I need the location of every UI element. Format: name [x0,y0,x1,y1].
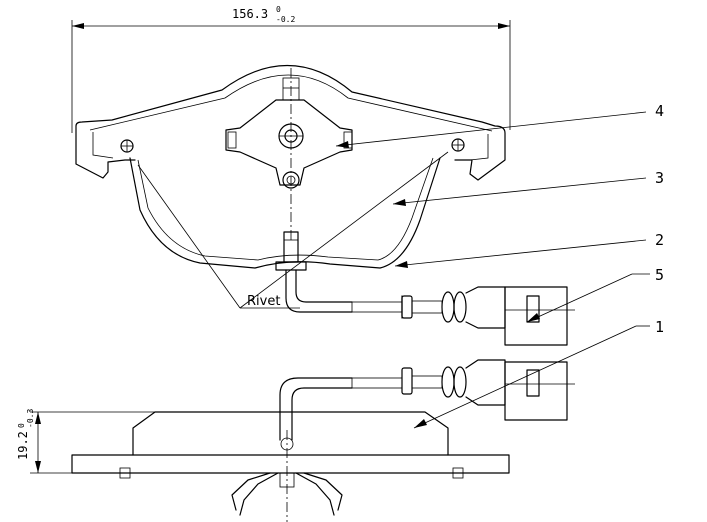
wear-sensor-top [285,269,575,346]
backing-plate-outline [75,64,506,181]
callout-4: 4 [655,102,664,120]
callout-3: 3 [655,169,664,187]
width-dimension: 156.3 0 -0.2 [71,5,511,133]
width-dimension-value: 156.3 [232,7,268,21]
rivet-label: Rivet [247,294,280,309]
connector-top [504,286,568,346]
backing-plate-side [71,454,510,474]
width-tolerance-upper: 0 [276,5,281,14]
friction-material-side [132,411,449,456]
spring-clip-side [231,472,343,516]
pad-top-view [75,64,506,309]
thickness-dimension-value: 19.2 [16,431,30,460]
thickness-tolerance-upper: 0 [17,423,26,428]
callout-2: 2 [655,231,664,249]
connector-side [504,361,568,421]
callout-5: 5 [655,266,664,284]
pad-side-view: 19.2 0 -0.3 [16,359,575,522]
thickness-tolerance-lower: -0.3 [26,409,35,428]
callout-1: 1 [655,318,664,336]
spring-clip [225,99,353,186]
callout-leaders [335,111,650,429]
width-tolerance-lower: -0.2 [276,15,295,24]
